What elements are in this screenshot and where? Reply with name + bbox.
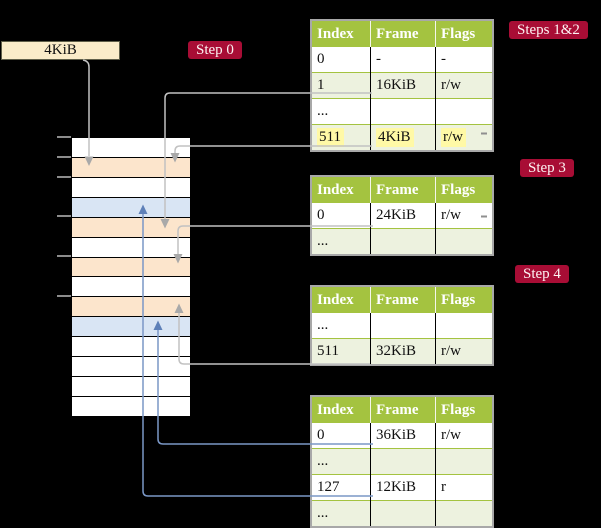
memory-frame-row-peach [72,217,190,238]
cell-frame [370,313,436,339]
cell-flags [435,98,493,125]
cell-index: ... [311,448,371,475]
cell-flags: r/w [435,72,493,99]
frame-boundary-tick [57,176,71,178]
cell-flags [436,313,494,339]
frame-size-box: 4KiB [1,41,120,60]
cell-index: 0 [311,47,371,73]
memory-frame-row-white [72,138,190,158]
memory-frame-row-white [72,377,190,397]
col-header-index: Index [311,176,371,203]
table-header-row: Index Frame Flags [311,286,493,313]
cell-flags: - [441,51,446,67]
col-header-frame: Frame [370,176,436,203]
col-header-flags: Flags [435,286,493,313]
cell-flags [435,500,493,527]
memory-frame-row-blue [72,197,190,218]
col-header-index: Index [311,396,371,423]
table-row: ... [311,313,493,339]
frame-boundary-tick [57,215,71,217]
cell-frame [370,228,436,255]
table-row: 127 12KiB r [311,474,493,501]
cell-frame: 4KiB [370,124,436,151]
memory-frame-row-white [72,357,190,378]
cell-index: 0 [311,203,371,229]
cell-index: ... [311,98,371,125]
col-header-flags: Flags [435,20,493,47]
highlight: 511 [317,128,344,147]
table-row: ... [311,98,493,125]
table-row: ... [311,448,493,475]
badge-steps-1-2: Steps 1&2 [509,21,588,39]
highlight: r/w [441,128,466,147]
cell-frame: 32KiB [370,338,436,365]
col-header-flags: Flags [435,176,493,203]
cell-frame: 16KiB [370,72,436,99]
page-table-last-level: Index Frame Flags 0 36KiB r/w ... 127 12… [310,395,494,528]
table-row: 511 32KiB r/w [311,338,493,365]
memory-frame-row-peach [72,157,190,178]
memory-frame-row-white [72,237,190,258]
table-header-row: Index Frame Flags [311,176,493,203]
cell-flags: r/w [441,427,461,443]
cell-flags: r/w [435,338,493,365]
cell-frame [370,500,436,527]
memory-frame-row-white [72,277,190,298]
table-row: 0 36KiB r/w [311,423,493,449]
cell-frame: 24KiB [370,203,436,229]
cell-index: ... [311,313,371,339]
badge-step-4: Step 4 [515,265,569,283]
badge-step-0: Step 0 [188,41,242,59]
cell-flags [435,448,493,475]
table-row: 0 24KiB r/w [311,203,493,229]
col-header-frame: Frame [370,286,436,313]
col-header-index: Index [311,20,371,47]
table-row: ... [311,500,493,527]
cell-index: 0 [311,423,371,449]
memory-frame-row-white [72,337,190,358]
frame-boundary-tick [57,255,71,257]
cell-index: 511 [311,338,371,365]
col-header-frame: Frame [370,396,436,423]
cell-frame [370,448,436,475]
frame-boundary-tick [57,136,71,138]
frame-boundary-tick [57,295,71,297]
col-header-index: Index [311,286,371,313]
cell-index: ... [311,228,371,255]
highlight: 4KiB [376,128,414,147]
table-row: 1 16KiB r/w [311,72,493,99]
memory-frame-row-peach [72,257,190,278]
cell-index: 127 [311,474,371,501]
cell-frame: 36KiB [370,423,436,449]
memory-frame-row-blue [72,317,190,338]
memory-frame-row-peach [72,297,190,318]
table-row: ... [311,228,493,255]
page-table-step-4: Index Frame Flags ... 511 32KiB r/w [310,285,494,366]
cell-frame: 12KiB [370,474,436,501]
cell-flags: r/w [441,207,461,223]
table-row: 0 - - [311,47,493,73]
col-header-flags: Flags [435,396,493,423]
memory-column [71,137,191,417]
table-row-highlighted: 511 4KiB r/w [311,124,493,151]
cell-index: 511 [311,124,371,151]
cell-flags: r/w [435,124,493,151]
page-table-root: Index Frame Flags 0 - - 1 16KiB r/w ... … [310,19,494,152]
cell-flags [435,228,493,255]
table-header-row: Index Frame Flags [311,396,493,423]
page-table-step-3: Index Frame Flags 0 24KiB r/w ... [310,175,494,256]
memory-frame-row-white [72,177,190,198]
col-header-frame: Frame [370,20,436,47]
cell-flags: r [435,474,493,501]
cell-index: 1 [311,72,371,99]
badge-step-3: Step 3 [520,159,574,177]
cell-frame [370,98,436,125]
cell-frame: - [370,47,436,73]
memory-frame-row-white [72,396,190,416]
frame-boundary-tick [57,156,71,158]
cell-index: ... [311,500,371,527]
table-header-row: Index Frame Flags [311,20,493,47]
